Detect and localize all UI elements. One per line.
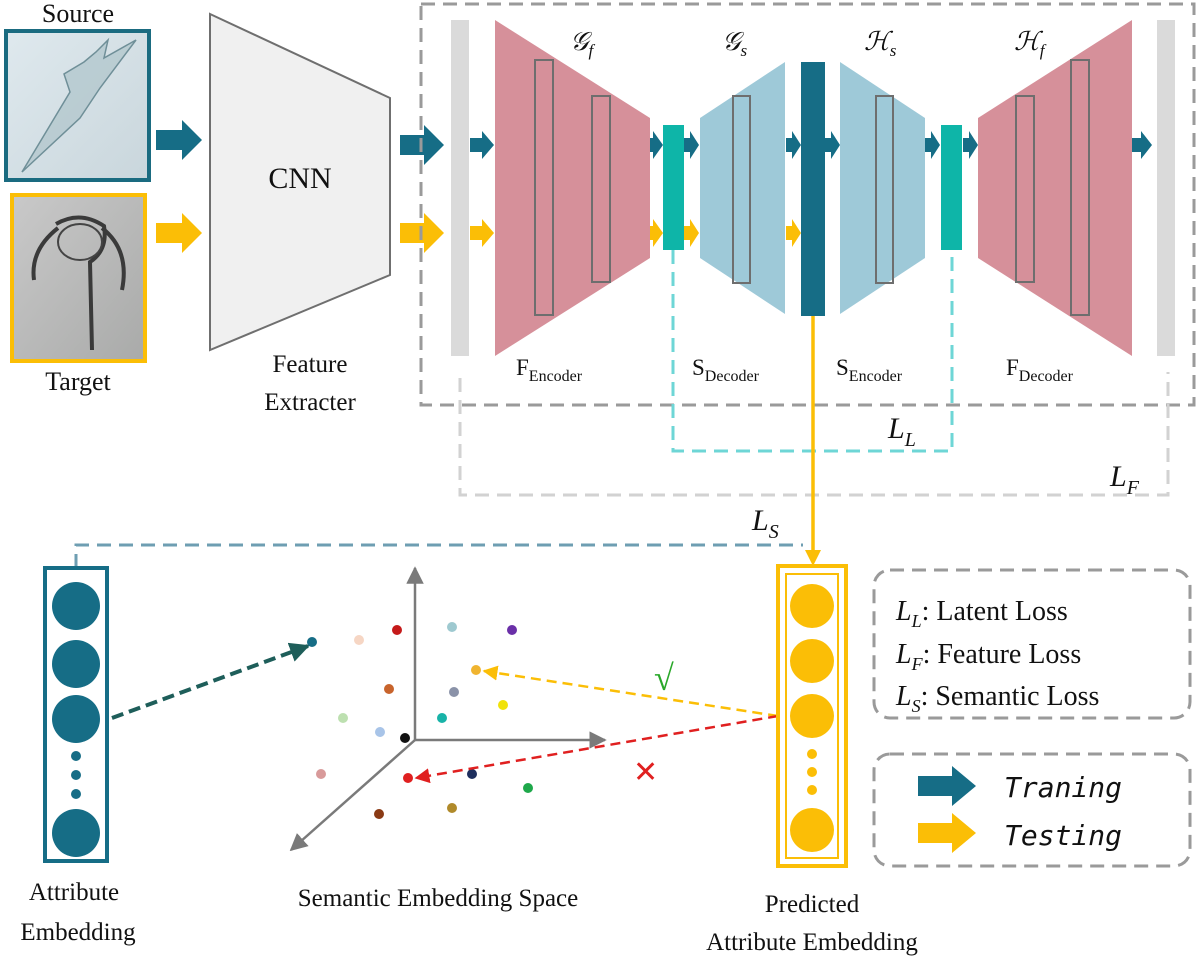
training-arrow-in	[156, 120, 202, 160]
latent-loss-label: LL	[887, 412, 916, 451]
wrong-match-arrow	[414, 714, 779, 784]
semantic-space-label: Semantic Embedding Space	[298, 885, 578, 912]
legend-feature-loss: LF: Feature Loss	[895, 639, 1081, 674]
legend-testing-arrow	[918, 813, 976, 853]
gs-symbol: 𝒢s	[717, 24, 763, 60]
svg-text:𝒢s: 𝒢s	[722, 27, 748, 60]
f-encoder-layer-1	[534, 59, 554, 316]
source-image	[4, 29, 151, 182]
f-decoder-block	[978, 20, 1132, 356]
testing-arrow-in	[156, 213, 202, 253]
target-image	[10, 193, 147, 363]
correct-match-arrow	[482, 665, 779, 718]
latent-bar-1	[663, 125, 684, 250]
legend-training-label: Traning	[1004, 771, 1122, 804]
target-label: Target	[45, 367, 111, 396]
semantic-loss-label: LS	[751, 504, 779, 543]
feature-loss-label: LF	[1109, 460, 1140, 499]
predicted-embedding-line1: Predicted	[765, 891, 860, 918]
embedding-points	[307, 622, 533, 819]
svg-text:ℋs: ℋs	[864, 27, 897, 60]
embedding-axes	[289, 566, 607, 852]
f-encoder-caption: FEncoder	[516, 355, 583, 385]
legend-testing-label: Testing	[1004, 819, 1122, 852]
legend-training-arrow	[918, 766, 976, 806]
wrong-mark: ✕	[633, 755, 658, 790]
f-encoder-block	[495, 20, 650, 356]
s-decoder-caption: SDecoder	[692, 355, 760, 385]
attribute-embedding-vector	[43, 566, 109, 863]
hf-symbol: ℋf	[1010, 24, 1056, 60]
autoencoder-frame	[419, 2, 1196, 407]
feature-extracter-line2: Extracter	[264, 389, 356, 416]
cnn-label: CNN	[268, 162, 331, 195]
hs-symbol: ℋs	[860, 24, 906, 60]
predicted-embedding-line2: Attribute Embedding	[706, 929, 918, 956]
legend-latent-loss: LL: Latent Loss	[895, 596, 1068, 631]
legend-semantic-loss: LS: Semantic Loss	[895, 681, 1099, 716]
attribute-embedding-line2: Embedding	[20, 919, 136, 946]
s-encoder-caption: SEncoder	[836, 355, 903, 385]
semantic-latent-bar	[801, 62, 825, 316]
f-decoder-layer-2	[1070, 59, 1090, 316]
source-label: Source	[42, 0, 114, 28]
s-decoder-block	[700, 62, 785, 314]
s-decoder-layer	[732, 95, 751, 284]
s-encoder-layer	[875, 95, 894, 284]
feature-bar-right	[1157, 20, 1175, 356]
correct-mark: √	[654, 658, 674, 698]
f-encoder-layer-2	[591, 95, 611, 283]
latent-bar-2	[941, 125, 962, 250]
semantic-loss-path	[74, 543, 803, 568]
attribute-projection-arrow	[111, 642, 310, 720]
svg-text:𝒢f: 𝒢f	[570, 27, 596, 60]
svg-text:ℋf: ℋf	[1014, 27, 1047, 60]
feature-bar-left	[451, 20, 469, 356]
s-encoder-block	[840, 62, 925, 314]
gf-symbol: 𝒢f	[565, 24, 611, 60]
f-decoder-caption: FDecoder	[1006, 355, 1074, 385]
feature-extracter-line1: Feature	[273, 351, 348, 378]
f-decoder-layer-1	[1015, 95, 1035, 283]
predicted-embedding-vector	[776, 564, 848, 868]
loss-legend-box	[872, 568, 1192, 720]
cnn-block	[209, 12, 391, 352]
predicted-embedding-arrowhead	[805, 550, 821, 566]
attribute-embedding-line1: Attribute	[29, 879, 119, 906]
